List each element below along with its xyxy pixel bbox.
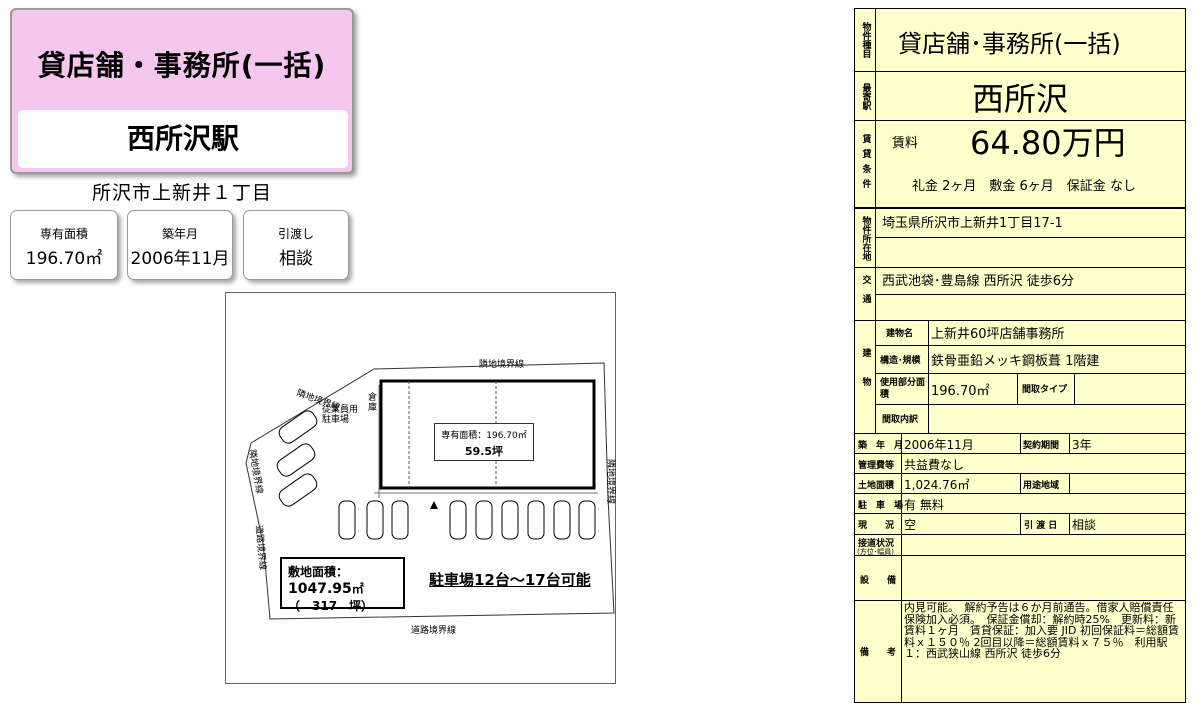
structure-cell bbox=[928, 345, 1186, 374]
remarks-label: 備 考 bbox=[860, 648, 897, 658]
parking-label: 駐 車 場 bbox=[858, 501, 904, 511]
header-rent-text: 賃貸条件 bbox=[860, 134, 871, 194]
mgmt-label: 管理費等 bbox=[858, 461, 895, 471]
plan-label: 従業員用 駐車場 bbox=[322, 405, 359, 425]
info-box-handover: 引渡し 相談 bbox=[243, 210, 349, 280]
transport-cell-2 bbox=[875, 294, 1186, 321]
property-table: 物件種目 貸店舗･事務所(一括) 最寄駅 西所沢 賃貸条件 賃料 64.80万円… bbox=[854, 8, 1186, 703]
station-cell bbox=[875, 71, 1186, 121]
mgmt-value: 共益費なし bbox=[904, 458, 965, 472]
site-area-unit: ㎡ bbox=[351, 582, 364, 596]
header-station: 最寄駅 bbox=[854, 71, 876, 121]
header-type-text: 物件種目 bbox=[860, 22, 871, 58]
land-label: 土地面積 bbox=[858, 481, 895, 491]
info-value: 2006年11月 bbox=[130, 249, 230, 269]
header-transport: 交通 bbox=[854, 267, 876, 321]
header-transport-text: 交通 bbox=[860, 275, 871, 313]
rent-value: 64.80万円 bbox=[970, 124, 1126, 162]
built-value: 2006年11月 bbox=[904, 438, 974, 452]
handover-label: 引 渡 日 bbox=[1024, 521, 1058, 531]
facility-cell bbox=[901, 555, 1186, 601]
plan-label: 倉庫 bbox=[368, 393, 378, 413]
site-plan: 隣地境界線 隣地境界線 従業員用 駐車場 倉庫 隣地境界線 隣地境界線 道路境界… bbox=[225, 292, 616, 684]
area-value: 196.70㎡ bbox=[931, 384, 990, 399]
info-box-area: 専有面積 196.70㎡ bbox=[10, 210, 118, 280]
station-value: 西所沢 bbox=[972, 80, 1069, 118]
site-area-box: 敷地面積： 1047.95㎡ （ 317 坪） bbox=[280, 557, 405, 613]
area-cell bbox=[928, 373, 1018, 405]
rent-cell bbox=[875, 120, 1186, 208]
rent-conditions: 礼金 2ヶ月 敷金 6ヶ月 保証金 なし bbox=[912, 179, 1136, 194]
status-cell bbox=[901, 513, 1021, 535]
plan-label: 隣地境界線 bbox=[605, 458, 616, 505]
header-type: 物件種目 bbox=[854, 8, 876, 72]
parking-note: 駐車場12台～17台可能 bbox=[429, 571, 591, 589]
exclusive-area-tsubo: 59.5坪 bbox=[464, 445, 504, 458]
address-short: 所沢市上新井１丁目 bbox=[91, 182, 272, 204]
info-value: 相談 bbox=[279, 249, 313, 269]
info-label: 引渡し bbox=[277, 227, 314, 241]
layout-detail-cell bbox=[928, 404, 1186, 434]
remarks-label-cell bbox=[854, 600, 902, 703]
site-area-tsubo: （ 317 坪） bbox=[288, 599, 374, 613]
contract-value: 3年 bbox=[1072, 438, 1092, 452]
site-plan-drawing bbox=[245, 362, 615, 620]
remarks-value: 内見可能。 解約予告は６か月前通告。借家人賠償責任保険加入必須。 保証金償却：解… bbox=[904, 601, 1179, 660]
land-value: 1,024.76㎡ bbox=[904, 478, 970, 492]
station-name: 西所沢駅 bbox=[18, 110, 348, 168]
usage-label: 用途地域 bbox=[1023, 481, 1060, 491]
plan-label: 道路境界線 bbox=[411, 626, 457, 636]
road-sublabel: (方位･幅員) bbox=[857, 548, 894, 556]
area-label: 使用部分面 積 bbox=[880, 378, 943, 400]
info-value: 196.70㎡ bbox=[25, 249, 103, 269]
built-label: 築 年 月 bbox=[858, 441, 904, 451]
location-cell-2 bbox=[875, 237, 1186, 268]
road-cell bbox=[901, 534, 1186, 556]
header-station-text: 最寄駅 bbox=[860, 82, 871, 110]
contract-label: 契約期間 bbox=[1023, 441, 1060, 451]
structure-value: 鉄骨亜鉛メッキ鋼板葺 1階建 bbox=[931, 354, 1100, 369]
exclusive-area-label: 専有面積：196.70㎡ 59.5坪 bbox=[434, 423, 534, 461]
bld-name-value: 上新井60坪店舗事務所 bbox=[931, 327, 1065, 342]
parking-value: 有 無料 bbox=[904, 498, 944, 512]
status-label: 現 況 bbox=[858, 521, 895, 531]
structure-label: 構造･規模 bbox=[880, 356, 921, 366]
site-area-label: 敷地面積： bbox=[288, 565, 349, 579]
rent-label: 賃料 bbox=[892, 136, 919, 151]
bld-name-label: 建物名 bbox=[886, 329, 914, 339]
header-building: 建物 bbox=[854, 320, 876, 434]
status-value: 空 bbox=[904, 518, 917, 532]
header-rent: 賃貸条件 bbox=[854, 120, 876, 208]
layout-type-label: 間取タイプ bbox=[1022, 385, 1068, 395]
remarks-cell bbox=[901, 600, 1186, 703]
header-location: 物件所在地 bbox=[854, 208, 876, 268]
facility-label: 設 備 bbox=[860, 576, 897, 586]
plan-label: 隣地境界線 bbox=[479, 360, 525, 370]
layout-type-cell bbox=[1074, 373, 1186, 405]
header-location-text: 物件所在地 bbox=[860, 215, 871, 261]
exclusive-area-text: 専有面積：196.70㎡ bbox=[441, 431, 527, 441]
type-cell bbox=[875, 8, 1186, 72]
property-header-card: 貸店舗・事務所(一括) 西所沢駅 bbox=[10, 8, 354, 174]
info-box-built: 築年月 2006年11月 bbox=[127, 210, 233, 280]
layout-detail-label: 間取内訳 bbox=[882, 415, 919, 425]
info-label: 専有面積 bbox=[39, 227, 88, 241]
site-area-value: 1047.95 bbox=[288, 581, 352, 597]
road-label: 接道状況 bbox=[858, 539, 895, 549]
location-value: 埼玉県所沢市上新井1丁目17-1 bbox=[882, 216, 1063, 231]
structure-label-cell bbox=[875, 345, 929, 374]
property-type-title: 貸店舗・事務所(一括) bbox=[37, 49, 327, 82]
layout-type-label-cell bbox=[1017, 373, 1075, 405]
header-building-text: 建物 bbox=[860, 348, 871, 406]
info-label: 築年月 bbox=[161, 227, 198, 241]
transport-value: 西武池袋･豊島線 西所沢 徒歩6分 bbox=[882, 274, 1075, 289]
type-value: 貸店舗･事務所(一括) bbox=[898, 30, 1121, 58]
handover-value: 相談 bbox=[1072, 518, 1097, 532]
usage-cell bbox=[1069, 473, 1186, 494]
